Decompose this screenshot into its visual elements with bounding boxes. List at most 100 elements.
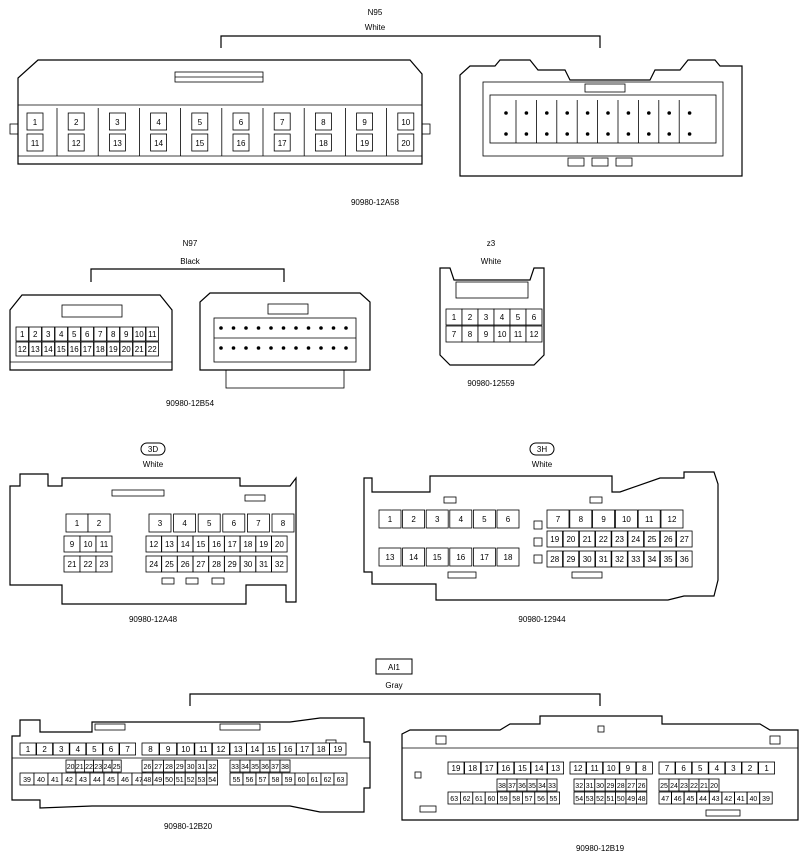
pin-number-label: 2 xyxy=(74,118,79,127)
n95-pin-pair: 111 xyxy=(26,108,58,156)
b20-pin-58: 58 xyxy=(268,772,283,786)
pin-number-label: 3 xyxy=(158,519,163,528)
n97-pin-1: 1 xyxy=(15,326,29,342)
b20-pin-11: 11 xyxy=(194,742,213,756)
pin-number-label: 63 xyxy=(337,777,345,784)
b20-pin-57: 57 xyxy=(255,772,270,786)
3d-pin-31: 31 xyxy=(255,555,272,573)
3d-pin-20: 20 xyxy=(271,535,288,553)
3h-pin-30: 30 xyxy=(579,550,596,568)
n97-pin-6: 6 xyxy=(80,326,94,342)
pin-number-label: 30 xyxy=(596,783,604,790)
z3-color-label: White xyxy=(481,257,502,266)
n97-pin-16: 16 xyxy=(67,341,81,357)
b19-pin-38: 38 xyxy=(496,778,508,792)
b20-pin-33: 33 xyxy=(229,759,241,773)
pin-number-label: 22 xyxy=(84,560,93,569)
b19-pin-10: 10 xyxy=(602,761,620,775)
3d-pin-1: 1 xyxy=(65,513,89,533)
b19-pin-25: 25 xyxy=(658,778,670,792)
pin-number-label: 21 xyxy=(68,560,77,569)
pin-number-label: 7 xyxy=(125,745,130,754)
pin-number-label: 11 xyxy=(100,540,109,549)
b20-pin-21: 21 xyxy=(74,759,85,773)
b20-pin-4: 4 xyxy=(69,742,87,756)
pin-number-label: 32 xyxy=(208,764,216,771)
3d-pin-26: 26 xyxy=(176,555,194,573)
b19-pin-20: 20 xyxy=(708,778,720,792)
pin-number-label: 18 xyxy=(468,764,477,773)
b19-pin-28: 28 xyxy=(615,778,627,792)
pin-number-label: 3 xyxy=(484,313,489,322)
n97-pin-19: 19 xyxy=(106,341,120,357)
pin-number-label: 6 xyxy=(532,313,537,322)
pin-number-label: 23 xyxy=(100,560,109,569)
pin-number-label: 18 xyxy=(319,139,328,148)
3d-code-label: 3D xyxy=(148,445,158,454)
n95-pin-pair: 414 xyxy=(150,108,182,156)
pin-number-label: 42 xyxy=(65,777,73,784)
pin-number-label: 22 xyxy=(148,345,157,354)
b20-pin-50: 50 xyxy=(163,772,175,786)
n97-part-number: 90980-12B54 xyxy=(166,399,215,408)
pin-number-label: 7 xyxy=(256,519,261,528)
pin-number-label: 32 xyxy=(275,560,284,569)
pin-number-label: 36 xyxy=(518,783,526,790)
z3-pin-9: 9 xyxy=(477,325,495,343)
pin-number-label: 30 xyxy=(583,555,592,564)
pin-number-label: 2 xyxy=(468,313,473,322)
pin-number-label: 44 xyxy=(699,796,707,803)
b20-pin-7: 7 xyxy=(119,742,136,756)
z3-pin-4: 4 xyxy=(493,308,511,326)
pin-number-label: 59 xyxy=(285,777,293,784)
b20-pin-37: 37 xyxy=(269,759,281,773)
3d-pin-29: 29 xyxy=(224,555,241,573)
pin-number-label: 9 xyxy=(484,330,489,339)
b19-pin-32: 32 xyxy=(573,778,585,792)
b20-pin-27: 27 xyxy=(152,759,165,773)
b19-pin-53: 53 xyxy=(584,791,596,805)
b19-pin-50: 50 xyxy=(615,791,627,805)
3h-pin-13: 13 xyxy=(378,547,402,567)
b19-pin-7: 7 xyxy=(658,761,676,775)
pin-number-label: 17 xyxy=(300,745,309,754)
3h-pin-12: 12 xyxy=(660,509,684,529)
pin-number-label: 41 xyxy=(737,796,745,803)
pin-number-label: 1 xyxy=(26,745,31,754)
3h-pin-14: 14 xyxy=(402,547,426,567)
3h-pin-2: 2 xyxy=(402,509,426,529)
pin-number-label: 61 xyxy=(311,777,319,784)
pin-number-label: 41 xyxy=(51,777,59,784)
pin-number-label: 31 xyxy=(198,764,206,771)
pin-number-label: 19 xyxy=(550,535,559,544)
pin-number-label: 24 xyxy=(670,783,678,790)
pin-number-label: 10 xyxy=(607,764,616,773)
pin-number-label: 1 xyxy=(452,313,457,322)
b20-pin-24: 24 xyxy=(102,759,113,773)
b20-pin-30: 30 xyxy=(184,759,197,773)
b19-pin-3: 3 xyxy=(725,761,742,775)
pin-number-label: 20 xyxy=(67,764,75,771)
b20-pin-1: 1 xyxy=(19,742,37,756)
pin-number-label: 29 xyxy=(566,555,575,564)
z3-pin-7: 7 xyxy=(445,325,463,343)
pin-number-label: 11 xyxy=(645,515,654,524)
b20-pin-46: 46 xyxy=(117,772,133,786)
3d-pin-27: 27 xyxy=(192,555,210,573)
pin-number-label: 62 xyxy=(463,796,471,803)
3d-pin-6: 6 xyxy=(222,513,246,533)
b19-pin-45: 45 xyxy=(683,791,698,805)
b19-pin-61: 61 xyxy=(472,791,486,805)
n97-pin-14: 14 xyxy=(41,341,55,357)
b19-pin-44: 44 xyxy=(696,791,710,805)
b19-pin-11: 11 xyxy=(586,761,603,775)
b19-pin-29: 29 xyxy=(604,778,617,792)
pin-number-label: 11 xyxy=(31,139,40,148)
b19-pin-5: 5 xyxy=(691,761,709,775)
b19-pin-2: 2 xyxy=(741,761,759,775)
